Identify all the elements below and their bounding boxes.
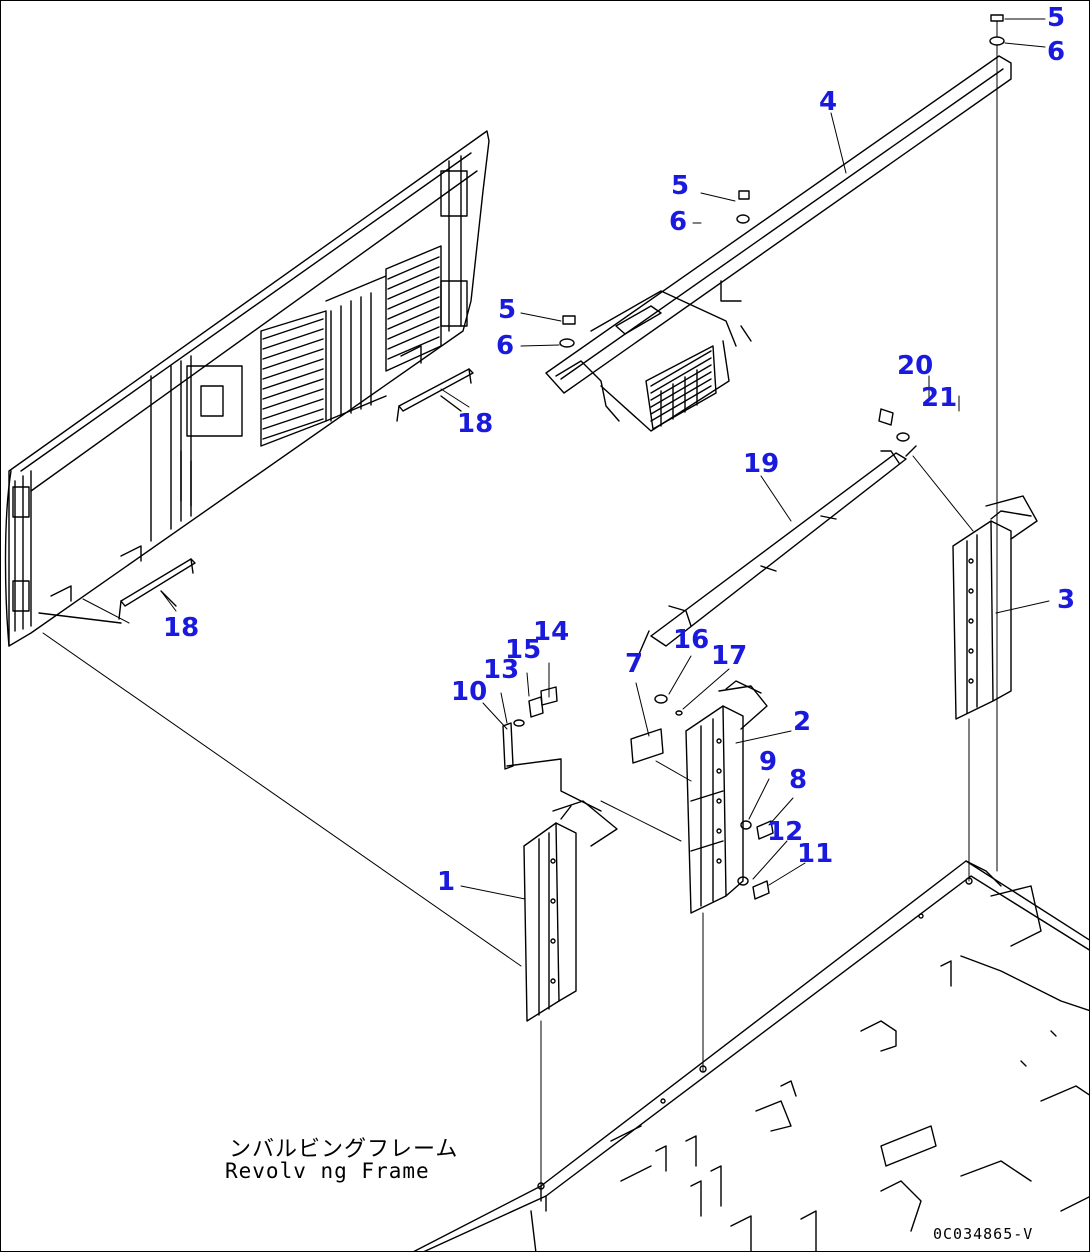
handle-lower	[118, 558, 196, 620]
callout-17: 17	[711, 641, 748, 671]
handle-upper	[396, 368, 474, 422]
callout-5: 5	[498, 295, 517, 325]
bolt-16-17	[654, 694, 683, 716]
callout-19: 19	[743, 449, 780, 479]
callout-8: 8	[789, 765, 808, 795]
callout-16: 16	[673, 625, 710, 655]
callout-10: 10	[451, 677, 488, 707]
callout-3: 3	[1057, 585, 1076, 615]
callout-1: 1	[437, 867, 456, 897]
callout-leaders	[160, 18, 1050, 900]
bolt-washer-20-21	[878, 408, 974, 532]
bolts-8-9-11-12	[737, 820, 774, 900]
frame-label-english: Revolv ng Frame	[225, 1159, 430, 1183]
pillar-right	[952, 495, 1038, 882]
callout-6: 6	[496, 331, 515, 361]
pillar-center	[685, 680, 768, 1072]
top-rail	[545, 55, 1012, 432]
drawing-number: 0C034865-V	[933, 1225, 1034, 1243]
stay-bar	[635, 445, 917, 662]
bracket-10-group	[502, 686, 602, 812]
callout-14: 14	[533, 617, 570, 647]
callout-5: 5	[671, 171, 690, 201]
revolving-frame	[413, 860, 1089, 1251]
callout-7: 7	[625, 649, 644, 679]
callout-13: 13	[483, 655, 520, 685]
plate-7	[630, 728, 692, 782]
callout-9: 9	[759, 747, 778, 777]
callout-4: 4	[819, 87, 838, 117]
callout-20: 20	[897, 351, 934, 381]
side-panel	[4, 130, 490, 647]
callout-12: 12	[767, 817, 804, 847]
callout-6: 6	[669, 207, 688, 237]
callout-18: 18	[163, 613, 200, 643]
callout-21: 21	[921, 383, 958, 413]
callout-5: 5	[1047, 3, 1066, 33]
callout-2: 2	[793, 707, 812, 737]
pillar-left	[523, 800, 618, 1187]
callout-15: 15	[505, 635, 542, 665]
frame-label-japanese: ンバルビングフレーム	[229, 1137, 459, 1162]
callout-11: 11	[797, 839, 834, 869]
fastener-set-top	[989, 14, 1005, 872]
fastener-set-left	[559, 315, 576, 348]
fastener-set-mid	[736, 190, 750, 224]
callout-6: 6	[1047, 37, 1066, 67]
callout-18: 18	[457, 409, 494, 439]
